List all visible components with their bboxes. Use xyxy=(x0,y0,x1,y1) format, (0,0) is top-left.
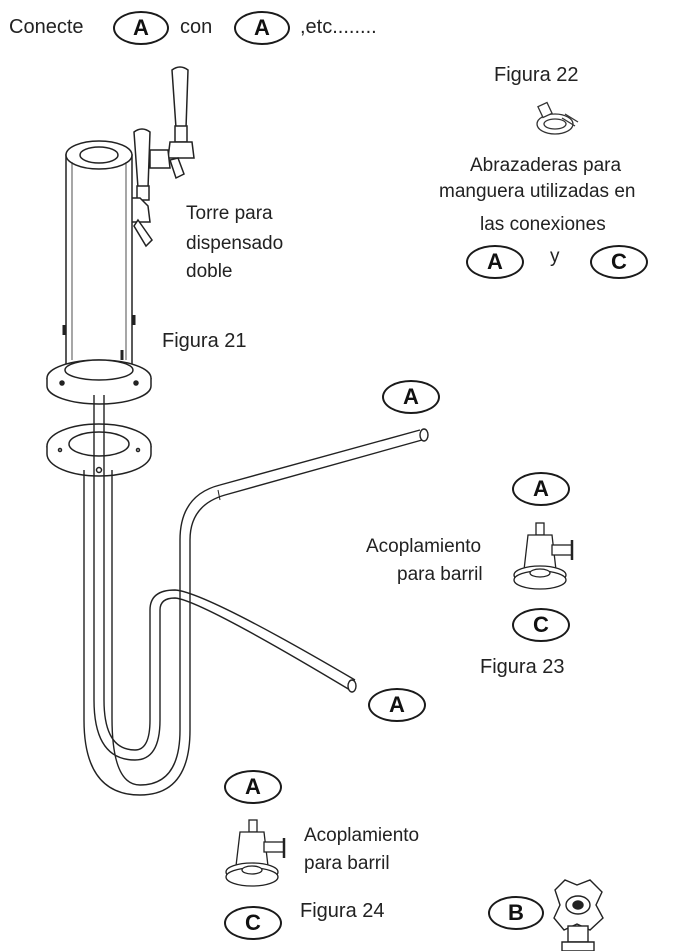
coupler-label-line-1: Acoplamiento xyxy=(304,825,420,846)
header-connect-word: Conecte xyxy=(9,16,84,38)
coupler-label-line-1: Acoplamiento xyxy=(366,536,482,557)
hose-end-badge-a: A xyxy=(368,688,426,722)
mounting-flange xyxy=(46,423,152,477)
keg-coupler-icon xyxy=(225,819,286,887)
clamp-caption-line-2: manguera utilizadas en xyxy=(439,181,636,202)
coupler-label-line-2: para barril xyxy=(397,564,483,585)
keg-coupler-icon xyxy=(513,522,574,590)
tower-label-line-2: dispensado xyxy=(186,233,284,254)
dispensing-tower xyxy=(46,140,152,405)
coupler-badge-a: A xyxy=(512,472,570,506)
figure-24-title: Figura 24 xyxy=(300,900,385,922)
connection-badge-c: C xyxy=(590,245,648,279)
coupler-label-line-2: para barril xyxy=(304,853,390,874)
tower-label-line-1: Torre para xyxy=(186,203,273,224)
coupler-badge-a: A xyxy=(224,770,282,804)
connection-badge-a: A xyxy=(234,11,290,45)
figure-23-title: Figura 23 xyxy=(480,656,565,678)
connection-badge-a: A xyxy=(113,11,169,45)
hose-end-icon xyxy=(347,428,429,693)
valve-badge-b: B xyxy=(488,896,544,930)
clamp-caption-line-1: Abrazaderas para xyxy=(470,155,622,176)
joiner-text: y xyxy=(550,246,560,267)
header-with-word: con xyxy=(180,16,213,38)
hose-clamp-icon xyxy=(536,101,579,135)
tower-label-line-3: doble xyxy=(186,261,233,282)
figure-21-title: Figura 21 xyxy=(162,330,247,352)
tap-handle-right-icon xyxy=(149,66,195,180)
valve-handwheel-icon xyxy=(553,879,604,951)
header-etc-word: ,etc........ xyxy=(300,16,377,38)
clamp-caption-line-3: las conexiones xyxy=(480,214,606,235)
coupler-badge-c: C xyxy=(224,906,282,940)
beer-lines xyxy=(83,395,423,796)
coupler-badge-c: C xyxy=(512,608,570,642)
connection-badge-a: A xyxy=(466,245,524,279)
figure-22-title: Figura 22 xyxy=(494,64,579,86)
hose-end-badge-a: A xyxy=(382,380,440,414)
